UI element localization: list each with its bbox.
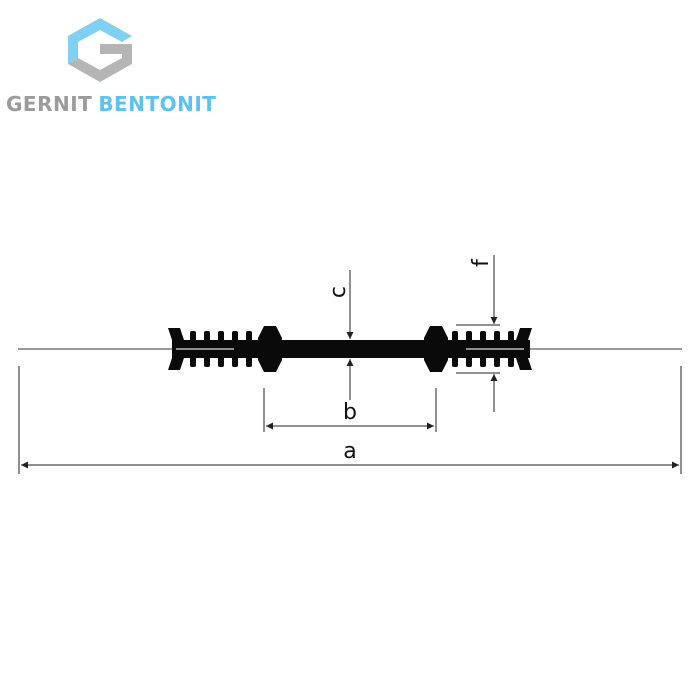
- brand-name-bentonit: BENTONIT: [98, 92, 217, 116]
- brand-name-gernit: GERNIT: [6, 92, 93, 116]
- dimension-b: [263, 388, 437, 432]
- dimension-f: [456, 255, 500, 412]
- dimension-label-a: a: [343, 439, 356, 464]
- dimension-label-b: b: [343, 400, 357, 425]
- dimension-label-c: c: [326, 286, 351, 298]
- hexagon-g-logo-icon: [68, 18, 132, 82]
- dimension-label-f: f: [469, 258, 494, 267]
- dimension-a: [18, 366, 682, 474]
